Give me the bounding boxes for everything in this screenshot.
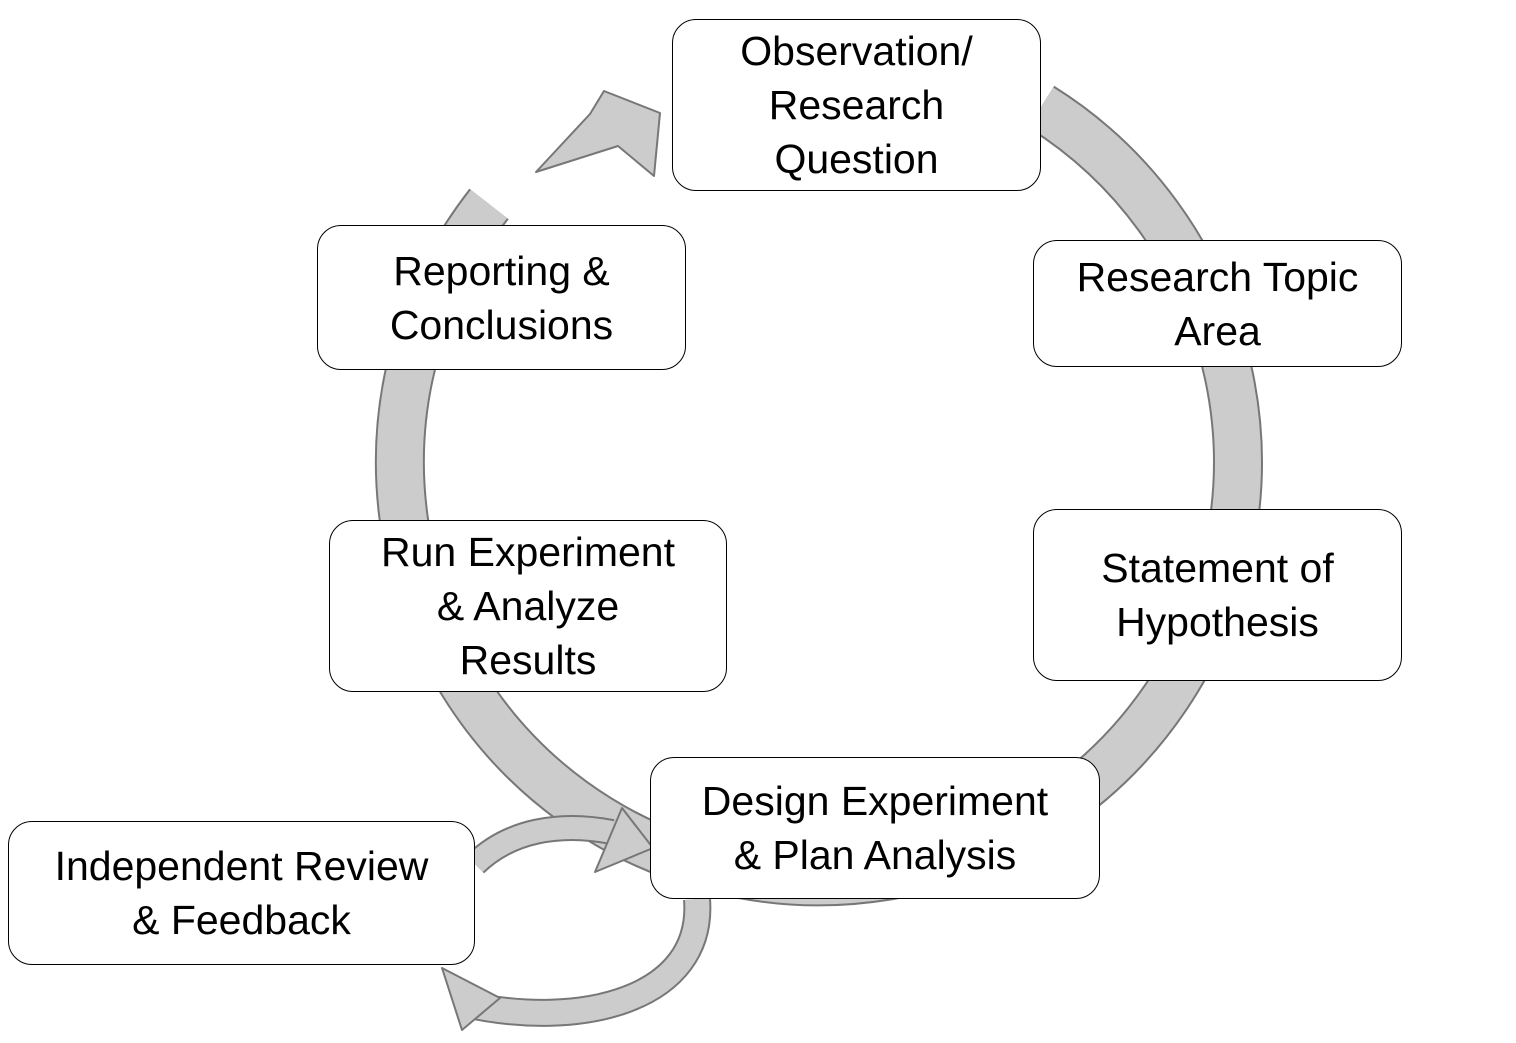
feedback-arrow-to-review: [461, 897, 712, 1027]
feedback-arrow-to-review-fill: [462, 898, 710, 1025]
node-statement-of-hypothesis: Statement of Hypothesis: [1033, 509, 1402, 681]
feedback-arrowhead-to-design: [594, 807, 654, 873]
node-run-experiment: Run Experiment & Analyze Results: [329, 520, 727, 692]
feedback-arrow-to-design-fill: [467, 817, 615, 873]
node-reporting-conclusions: Reporting & Conclusions: [317, 225, 686, 370]
feedback-arrowhead-to-review: [441, 967, 501, 1031]
node-observation-research-question: Observation/ Research Question: [672, 19, 1041, 191]
cycle-arrowhead: [535, 90, 661, 177]
node-independent-review: Independent Review & Feedback: [8, 821, 475, 965]
node-design-experiment: Design Experiment & Plan Analysis: [650, 757, 1100, 899]
node-research-topic-area: Research Topic Area: [1033, 240, 1402, 367]
